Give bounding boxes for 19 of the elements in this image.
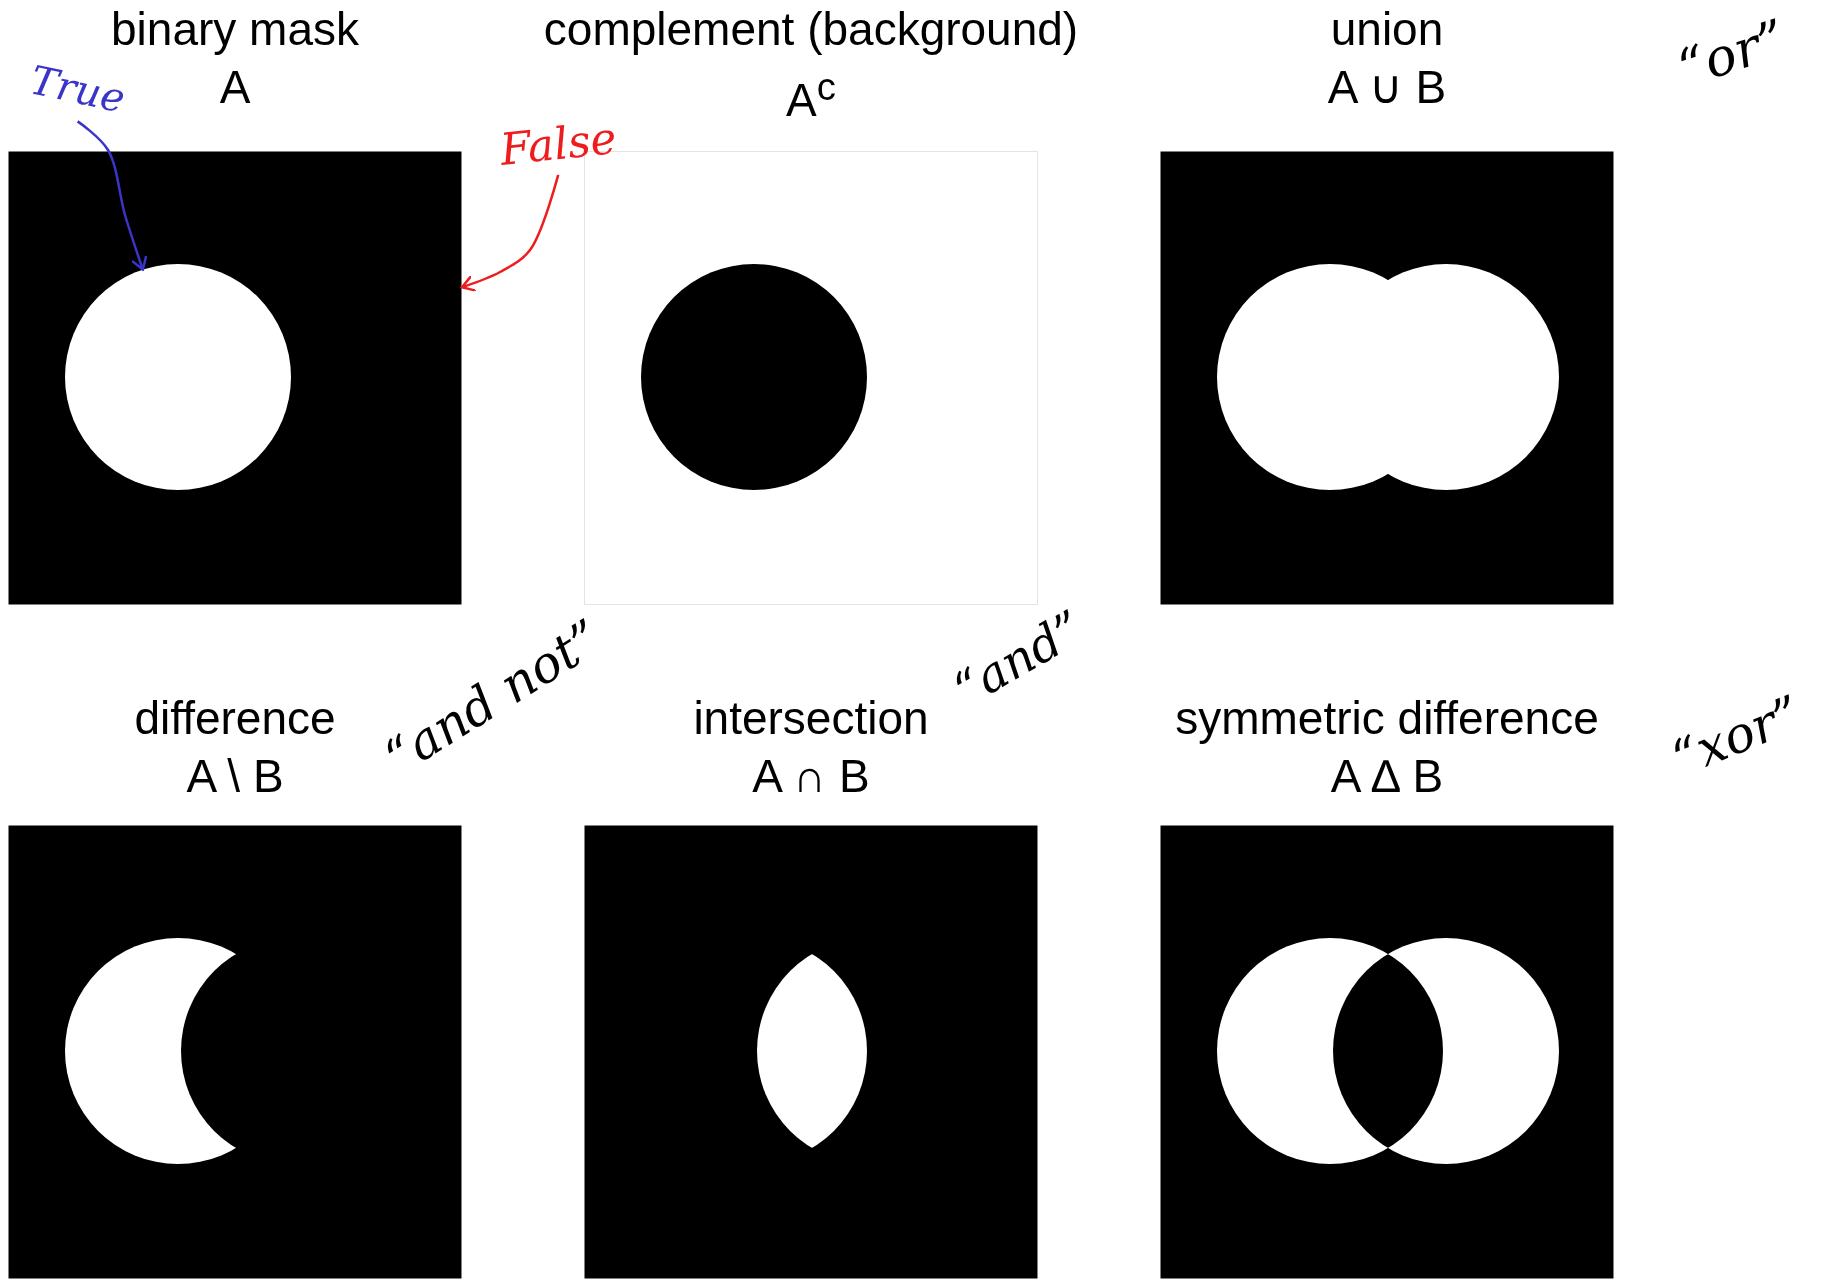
- handwritten-note: “xor”: [1664, 684, 1810, 788]
- set-expression: A ∆ B: [1330, 749, 1444, 804]
- handwritten-note: True: [26, 56, 129, 122]
- handwritten-note: False: [497, 112, 619, 175]
- panel-title: union: [1330, 2, 1444, 57]
- panel-title: difference: [134, 691, 336, 746]
- panel-title: complement (background): [543, 2, 1079, 57]
- set-expression: A: [219, 60, 251, 115]
- set-expression: A \ B: [186, 749, 284, 804]
- panel-title: intersection: [693, 691, 929, 746]
- handwritten-note: “or”: [1670, 7, 1794, 99]
- handwritten-note: “and not”: [374, 608, 612, 787]
- arrow: [76, 120, 148, 271]
- arrow: [460, 174, 560, 292]
- panel-title: symmetric difference: [1175, 691, 1599, 746]
- panel-title: binary mask: [111, 2, 359, 57]
- set-expression: A$^{c}$: [786, 64, 836, 129]
- set-expression: A ∩ B: [752, 749, 870, 804]
- set-expression: A ∪ B: [1327, 60, 1447, 115]
